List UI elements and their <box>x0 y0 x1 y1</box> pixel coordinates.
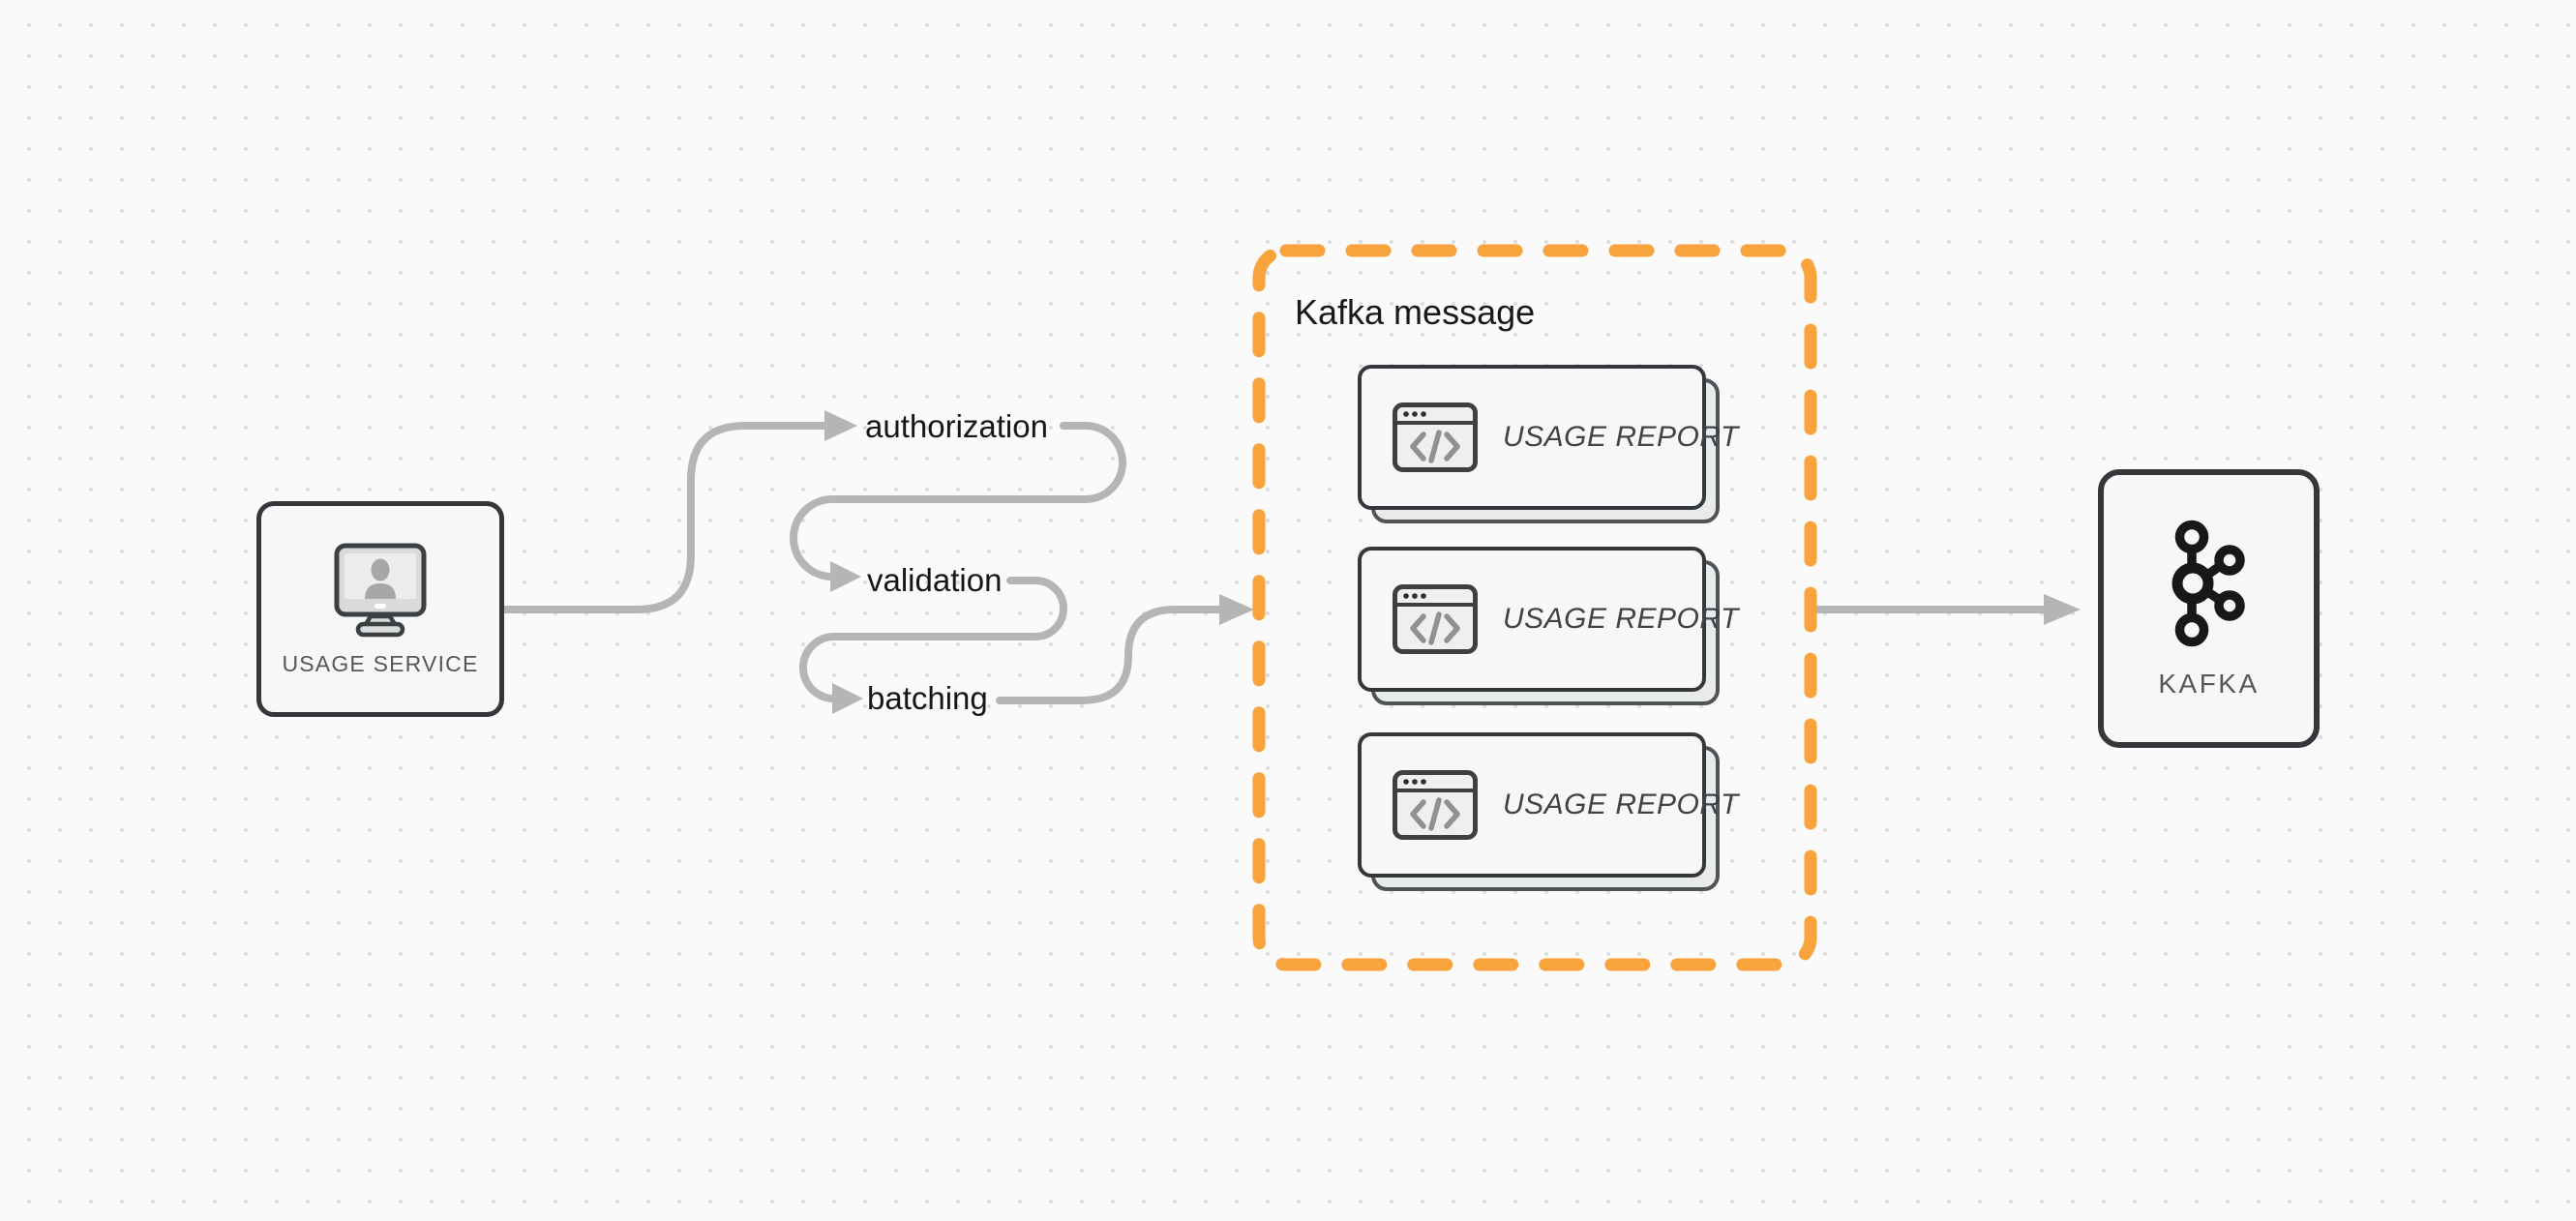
step-label-validation: validation <box>867 562 1003 598</box>
code-window-icon <box>1393 402 1478 472</box>
connector-validation-to-batching <box>799 577 1067 702</box>
kafka-label: KAFKA <box>2158 669 2260 699</box>
arrowhead-into-kafka-message <box>1219 594 1254 625</box>
usage-report-label: USAGE REPORT <box>1503 421 1739 453</box>
connector-batching-to-kafka-message <box>996 606 1223 704</box>
card-body: USAGE REPORT <box>1358 365 1738 510</box>
card-body: USAGE REPORT <box>1358 547 1738 692</box>
kafka-message-group-title: Kafka message <box>1295 292 1536 332</box>
kafka-message-group-border <box>1252 244 1817 971</box>
connector-authorization-to-validation <box>790 422 1126 581</box>
arrowhead-validation <box>830 561 861 592</box>
arrowhead-batching <box>832 683 863 714</box>
arrowhead-authorization <box>824 410 857 441</box>
card-body: USAGE REPORT <box>1358 732 1738 878</box>
kafka-node: KAFKA <box>2098 469 2320 748</box>
kafka-logo-icon <box>2172 520 2245 647</box>
usage-report-card: USAGE REPORT <box>1358 365 1738 523</box>
code-window-icon <box>1393 770 1478 840</box>
usage-service-node: USAGE SERVICE <box>256 501 504 717</box>
usage-service-label: USAGE SERVICE <box>282 651 479 676</box>
usage-report-label: USAGE REPORT <box>1503 603 1739 635</box>
step-label-authorization: authorization <box>865 408 1048 444</box>
step-label-batching: batching <box>867 680 988 716</box>
usage-report-label: USAGE REPORT <box>1503 789 1739 820</box>
connector-usage-service-to-authorization <box>500 422 828 613</box>
arrowhead-into-kafka <box>2044 594 2081 625</box>
usage-report-card: USAGE REPORT <box>1358 547 1738 705</box>
monitor-user-icon <box>334 543 427 638</box>
usage-report-card: USAGE REPORT <box>1358 732 1738 891</box>
code-window-icon <box>1393 584 1478 654</box>
